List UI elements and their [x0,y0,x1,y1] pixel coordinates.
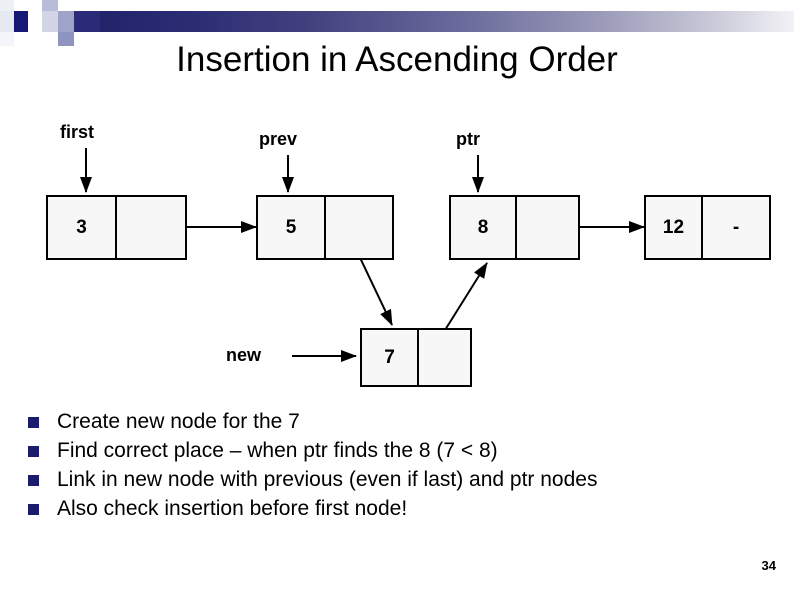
deco-square-13 [28,32,42,46]
node-5-value: 5 [258,197,326,258]
pointer-label-new: new [226,345,262,365]
deco-square-15 [58,32,74,46]
list-node-3: 3 [46,195,187,260]
slide-number: 34 [761,558,776,573]
deco-square-6 [0,11,14,32]
bullet-item: Find correct place – when ptr finds the … [28,437,728,465]
bullet-square-icon [28,446,39,457]
node-7-link [419,330,470,385]
node-12-link: - [732,216,740,238]
bullet-square-icon [28,504,39,515]
node-8-value: 8 [451,197,517,258]
node-5-link [326,197,392,258]
bullet-text: Find correct place – when ptr finds the … [57,439,498,462]
deco-square-11 [74,11,100,32]
node-12-value: 12 [646,197,703,258]
list-node-12: 12 - [644,195,771,260]
list-node-5: 5 [256,195,394,260]
bullet-square-icon [28,475,39,486]
bullet-item: Create new node for the 7 [28,408,728,436]
pointer-label-prev: prev [259,129,298,149]
pointer-label-first: first [60,122,95,142]
slide-header-decoration [0,0,794,46]
node-8-link [517,197,578,258]
deco-square-8 [28,11,42,32]
page-title: Insertion in Ascending Order [176,40,618,79]
deco-square-3 [28,0,42,11]
deco-square-10 [58,11,74,32]
bullet-item: Link in new node with previous (even if … [28,466,728,494]
list-node-8: 8 [449,195,580,260]
deco-square-1 [0,0,14,14]
deco-square-12 [0,32,14,46]
deco-square-7 [14,11,28,32]
bullet-item: Also check insertion before first node! [28,495,728,523]
list-node-new-7: 7 [360,328,472,387]
bullet-list: Create new node for the 7 Find correct p… [28,408,728,524]
pointer-label-ptr: ptr [456,129,480,149]
bullet-text: Create new node for the 7 [57,410,300,433]
deco-square-2 [14,0,28,14]
header-gradient-bar [100,11,794,32]
deco-square-5 [58,0,74,11]
bullet-text: Also check insertion before first node! [57,497,408,520]
deco-square-4 [42,0,58,11]
deco-square-14 [42,32,58,46]
node-3-value: 3 [48,197,117,258]
bullet-square-icon [28,417,39,428]
deco-square-9 [42,11,58,32]
node-3-link [117,197,185,258]
bullet-text: Link in new node with previous (even if … [57,468,598,491]
node-7-value: 7 [362,330,419,385]
